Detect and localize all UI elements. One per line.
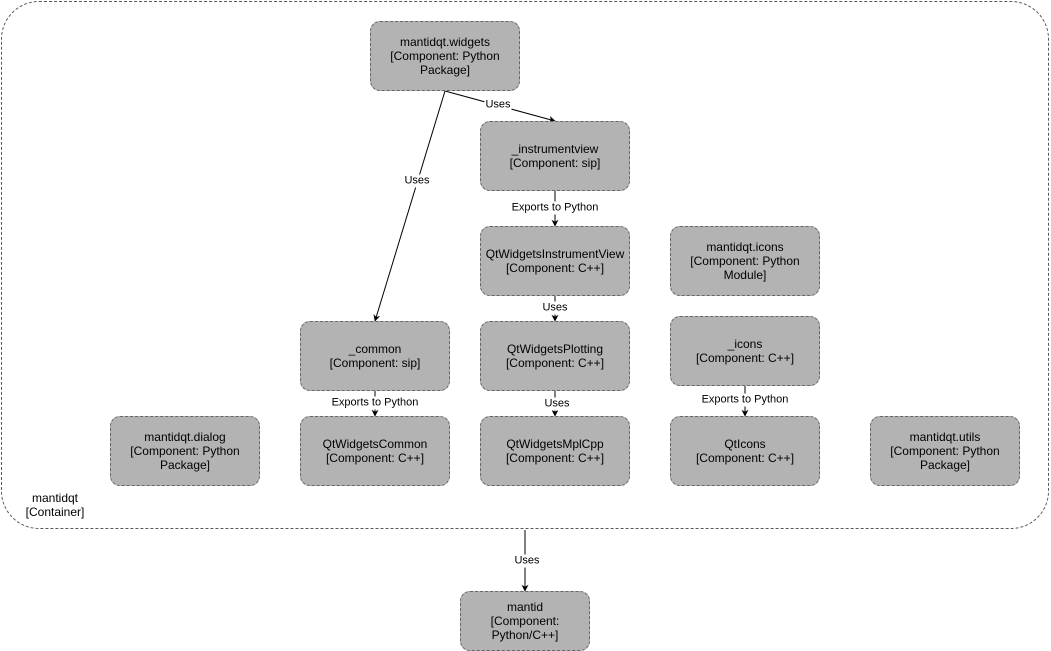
edge-label-container-mantid: Uses [513,554,541,568]
node-icons-cpp[interactable]: _icons [Component: C++] [670,316,820,386]
node-mantidqt-icons[interactable]: mantidqt.icons [Component: Python Module… [670,226,820,296]
node-qtwidgets-instrumentview[interactable]: QtWidgetsInstrumentView [Component: C++] [480,226,630,296]
edge-label-instview-qtinst: Exports to Python [510,201,600,215]
edge-widgets-common [373,90,446,322]
node-line: mantidqt.icons [706,240,784,254]
edge-label-qtplot-qtmpl: Uses [543,397,571,411]
node-line: [Component: C++] [325,451,425,465]
node-line: [Component: C++] [695,451,795,465]
node-qtwidgets-mplcpp[interactable]: QtWidgetsMplCpp [Component: C++] [480,416,630,486]
node-line: mantidqt.utils [909,430,981,444]
node-line: Package] [419,63,471,77]
node-line: Package] [159,458,211,472]
node-line: Python/C++] [491,628,559,642]
node-line: _icons [727,337,763,351]
container-boundary [1,1,1049,529]
node-line: [Component: C++] [505,261,605,275]
node-mantidqt-widgets[interactable]: mantidqt.widgets [Component: Python Pack… [370,21,520,91]
container-name: mantidqt [31,491,79,505]
node-line: [Component: Python [690,254,800,268]
node-qtwidgets-common[interactable]: QtWidgetsCommon [Component: C++] [300,416,450,486]
node-line: mantidqt.dialog [144,430,226,444]
node-mantidqt-utils[interactable]: mantidqt.utils [Component: Python Packag… [870,416,1020,486]
node-line: QtWidgetsPlotting [506,342,604,356]
node-common[interactable]: _common [Component: sip] [300,321,450,391]
node-line: [Component: C++] [695,351,795,365]
edge-label-common-qtcommon: Exports to Python [330,396,420,410]
edge-label-iconscpp-qticons: Exports to Python [700,393,790,407]
node-line: [Component: C++] [505,356,605,370]
edge-label-qtinst-qtplot: Uses [541,301,569,315]
node-line: [Component: [490,614,560,628]
node-line: [Component: Python [890,444,1000,458]
node-line: [Component: Python [390,49,500,63]
container-type: [Container] [25,505,85,519]
node-line: [Component: sip] [509,156,601,170]
node-mantid[interactable]: mantid [Component: Python/C++] [460,591,590,651]
node-line: QtWidgetsMplCpp [506,437,604,451]
edge-label-widgets-instview: Uses [484,98,512,112]
node-line: mantidqt.widgets [399,35,491,49]
node-line: QtIcons [724,437,766,451]
node-line: _instrumentview [511,142,599,156]
node-line: [Component: sip] [329,356,421,370]
node-line: [Component: C++] [505,451,605,465]
node-line: mantid [506,600,544,614]
node-line: QtWidgetsCommon [322,437,428,451]
node-qticons[interactable]: QtIcons [Component: C++] [670,416,820,486]
node-mantidqt-dialog[interactable]: mantidqt.dialog [Component: Python Packa… [110,416,260,486]
node-line: Module] [723,268,767,282]
edge-label-widgets-common: Uses [403,174,431,188]
node-line: QtWidgetsInstrumentView [485,247,625,261]
node-instrumentview[interactable]: _instrumentview [Component: sip] [480,121,630,191]
container-label: mantidqt [Container] [20,491,90,519]
node-line: _common [348,342,402,356]
node-line: Package] [919,458,971,472]
node-qtwidgets-plotting[interactable]: QtWidgetsPlotting [Component: C++] [480,321,630,391]
node-line: [Component: Python [130,444,240,458]
